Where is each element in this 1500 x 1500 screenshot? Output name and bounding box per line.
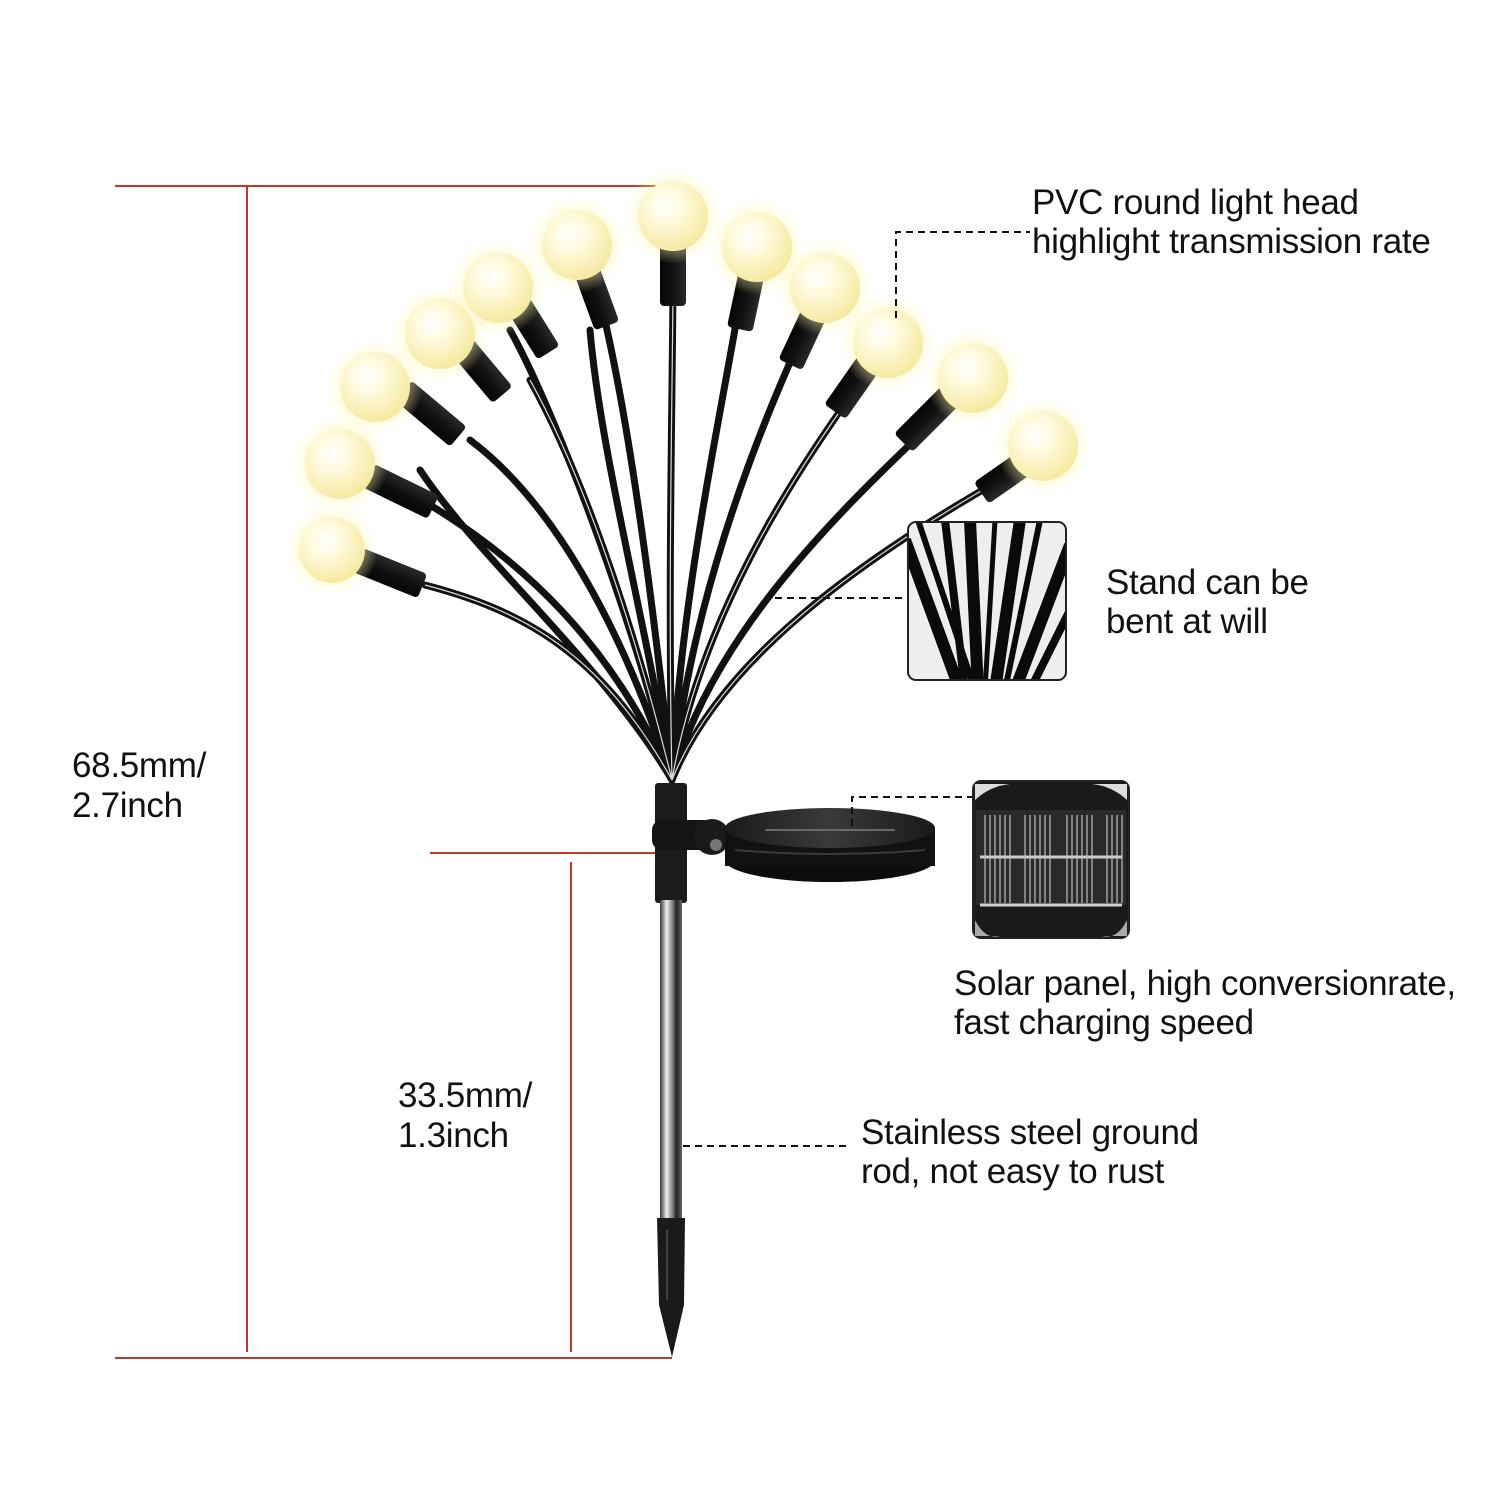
ground-stake-tip xyxy=(657,1218,685,1357)
ground-rod xyxy=(660,900,682,1218)
light-heads xyxy=(286,168,1091,597)
ground-rod-callout: Stainless steel ground rod, not easy to … xyxy=(861,1113,1199,1191)
light-head-6 xyxy=(529,197,625,330)
light-head-2 xyxy=(292,416,438,518)
stake-height-label: 33.5mm/ 1.3inch xyxy=(398,1076,532,1156)
total-height-label: 68.5mm/ 2.7inch xyxy=(72,746,206,826)
ground-rod-callout-line1: Stainless steel ground xyxy=(861,1113,1199,1152)
light-head-leader xyxy=(895,231,1030,318)
stand-callout-line1: Stand can be xyxy=(1106,563,1309,602)
light-head-10 xyxy=(825,295,936,418)
stand-callout-line2: bent at will xyxy=(1106,602,1268,641)
stake-height-inch: 1.3inch xyxy=(398,1116,509,1155)
solar-panel-callout: Solar panel, high conversionrate, fast c… xyxy=(954,964,1456,1042)
pole-collar xyxy=(652,783,730,903)
light-head-7 xyxy=(625,168,721,306)
light-head-3 xyxy=(327,339,466,446)
light-head-callout: PVC round light head highlight transmiss… xyxy=(1032,183,1431,261)
solar-panel-callout-line1: Solar panel, high conversionrate, xyxy=(954,964,1456,1003)
light-head-11 xyxy=(895,330,1021,451)
total-height-inch: 2.7inch xyxy=(72,786,183,825)
stake-height-mm: 33.5mm/ xyxy=(398,1076,533,1115)
light-head-callout-line2: highlight transmission rate xyxy=(1032,222,1431,261)
light-head-callout-line1: PVC round light head xyxy=(1032,183,1359,222)
solar-detail-inset xyxy=(972,780,1130,939)
stand-callout: Stand can be bent at will xyxy=(1106,563,1309,641)
solar-leader xyxy=(851,796,972,826)
callout-leaders xyxy=(683,231,1030,1147)
light-head-9 xyxy=(777,240,873,369)
solar-panel-callout-line2: fast charging speed xyxy=(954,1003,1254,1042)
light-head-5 xyxy=(450,240,559,359)
light-head-12 xyxy=(975,398,1091,503)
stand-detail-inset xyxy=(907,521,1067,681)
solar-unit xyxy=(725,808,935,882)
ground-rod-callout-line2: rod, not easy to rust xyxy=(861,1152,1165,1191)
total-height-mm: 68.5mm/ xyxy=(72,746,207,785)
light-head-1 xyxy=(286,504,427,597)
dimension-lines xyxy=(115,185,675,1359)
